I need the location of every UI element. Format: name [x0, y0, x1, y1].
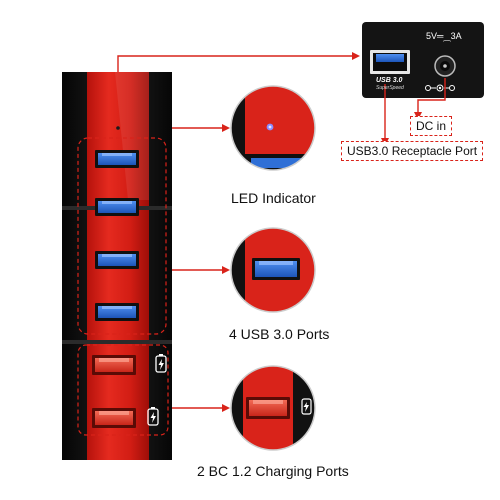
usb-port-1: [95, 150, 139, 168]
dc-in-label: DC in: [410, 116, 453, 136]
charging-magnified-circle: [230, 365, 316, 451]
usb-port-2: [95, 198, 139, 216]
hub-body: [62, 72, 172, 460]
led-indicator-label: LED Indicator: [231, 190, 316, 206]
usb-logo-line2: SuperSpeed: [376, 85, 404, 91]
charging-ports-label: 2 BC 1.2 Charging Ports: [197, 463, 349, 479]
usb-magnified-circle: [230, 227, 316, 313]
charging-port-1: [92, 355, 136, 375]
battery-charge-icon-2: [147, 407, 159, 426]
usb-port-3: [95, 251, 139, 269]
led-indicator-dot: [116, 126, 120, 130]
battery-charge-icon: [155, 354, 167, 373]
back-panel: [362, 22, 484, 98]
usb-port-icon-back: [376, 54, 404, 62]
receptacle-port-label: USB3.0 Receptacle Port: [341, 141, 484, 161]
usb3-ports-group: [95, 150, 139, 321]
power-rating-label: 5V═⁔3A: [426, 31, 462, 41]
charging-callout-box: [77, 344, 169, 436]
arrow-heads: [222, 52, 360, 412]
charging-port-2: [92, 408, 136, 428]
charging-ports-group: [92, 355, 136, 428]
callout-lines: [117, 55, 352, 409]
usb-port-4: [95, 303, 139, 321]
back-callout-lines: [384, 78, 446, 138]
led-magnified-circle: [230, 85, 316, 171]
usb-logo-line1: USB 3.0: [376, 77, 403, 84]
usb-ports-label: 4 USB 3.0 Ports: [229, 326, 330, 342]
led-callout-box: [77, 137, 167, 335]
